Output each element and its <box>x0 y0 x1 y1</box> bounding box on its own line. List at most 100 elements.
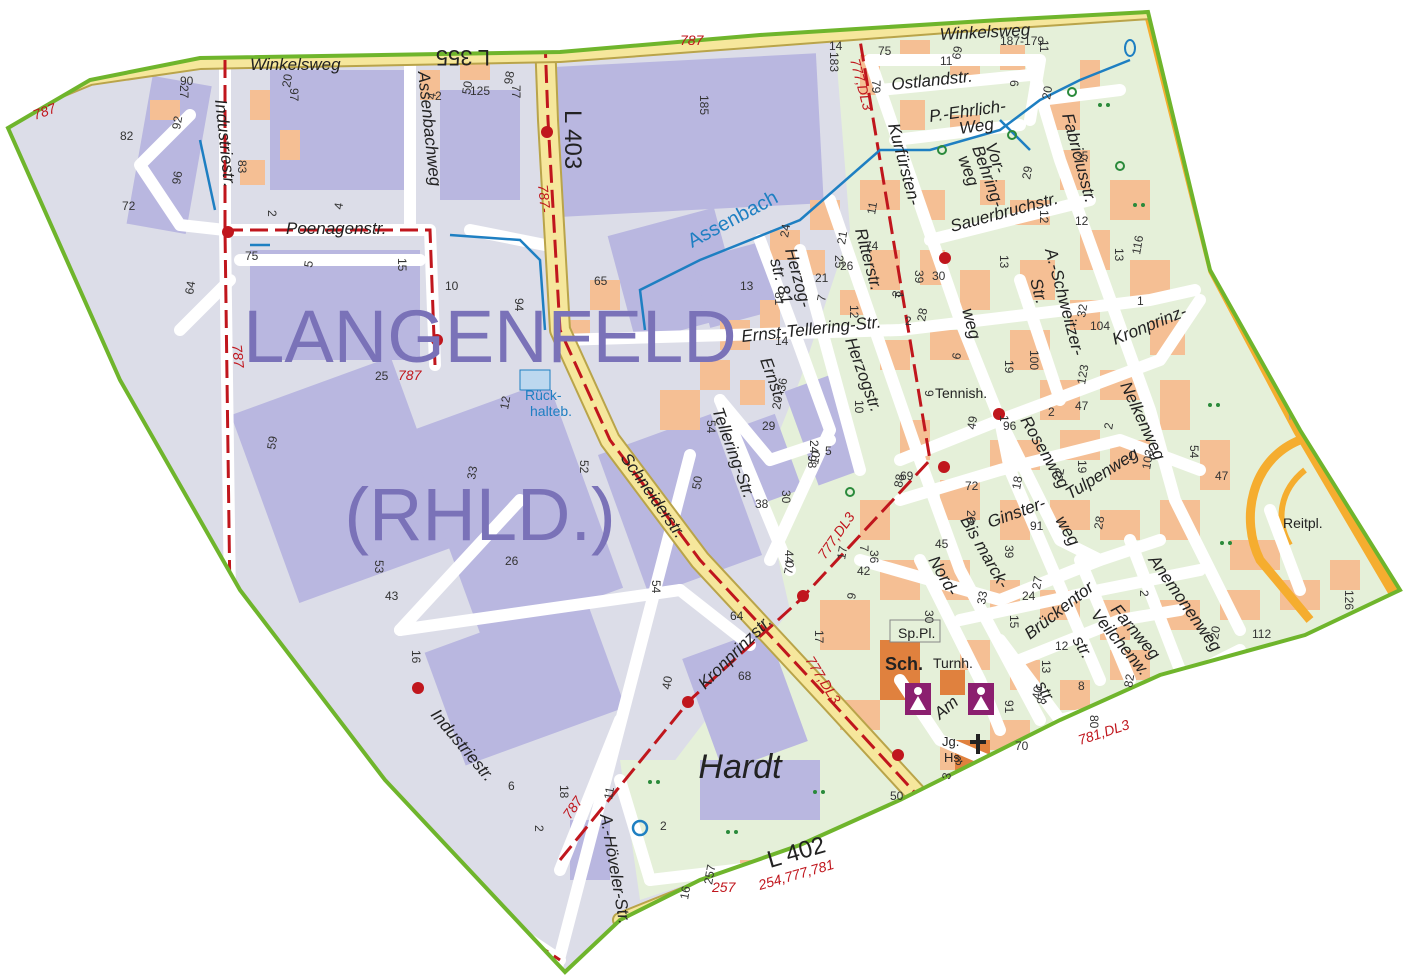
bus-route-label: 257 <box>711 879 737 895</box>
house-number: 12 <box>847 305 861 319</box>
house-number: 24 <box>807 440 821 454</box>
house-number: 18 <box>557 785 571 799</box>
house-number: 96 <box>169 170 185 186</box>
church-cross-icon <box>970 734 986 754</box>
house-number: 33 <box>464 465 480 481</box>
house-number: 1 <box>892 292 906 299</box>
house-number: 12 <box>1075 214 1089 228</box>
basin-label-line2: halteb. <box>530 403 572 419</box>
house-number: 13 <box>1112 248 1126 262</box>
house-number: 10 <box>445 279 459 293</box>
house-number: 74 <box>865 239 879 253</box>
house-number: 82 <box>120 129 134 143</box>
house-number: 44 <box>782 550 796 564</box>
house-number: 47 <box>1075 399 1089 413</box>
house-number: 79 <box>869 80 883 94</box>
bus-route-label: 787- <box>535 184 554 214</box>
house-number: 69 <box>949 45 965 61</box>
water-symbol-icon <box>1124 39 1136 57</box>
house-number: 7 <box>857 545 871 552</box>
house-number: 2 <box>660 819 667 833</box>
house-number: 126 <box>1342 590 1356 610</box>
house-number: 28 <box>914 307 930 323</box>
house-number: 5 <box>825 444 832 458</box>
house-number: 123 <box>1074 363 1091 385</box>
house-number: 81 <box>772 292 786 306</box>
house-number: 12 <box>497 395 513 411</box>
house-number: 59 <box>264 435 280 451</box>
house-number: 14 <box>775 334 789 348</box>
house-number: 28 <box>1091 515 1107 531</box>
house-number: 47 <box>1215 469 1229 483</box>
house-number: 6 <box>508 779 515 793</box>
house-number: 2 <box>265 210 279 217</box>
house-number: 14 <box>829 39 843 53</box>
kindergarten-icon <box>905 683 931 715</box>
poi-youth-house-line1: Jg. <box>942 734 959 749</box>
house-number: 125 <box>470 84 490 98</box>
house-number: 20 <box>1039 85 1055 101</box>
house-number: 13 <box>997 255 1011 269</box>
house-number: 27 <box>1029 575 1045 591</box>
minor-roads <box>134 54 1306 972</box>
house-number: 11 <box>601 786 617 801</box>
house-number: 98 <box>805 455 819 469</box>
house-number: 25 <box>832 255 846 269</box>
house-number: 92 <box>169 115 185 131</box>
house-number: 64 <box>182 280 198 296</box>
house-number: 116 <box>1129 234 1146 256</box>
house-number: 91 <box>1002 700 1016 714</box>
house-number: 36 <box>774 377 790 393</box>
road-label-l355: L 355 <box>436 45 490 70</box>
house-number: 82 <box>1121 673 1137 689</box>
house-number: 40 <box>1029 685 1045 701</box>
house-number: 30 <box>922 610 936 624</box>
house-number: 112 <box>1252 627 1271 641</box>
house-number: 1 <box>1137 294 1144 308</box>
house-number: 26 <box>840 259 854 273</box>
house-number: 30 <box>779 490 793 504</box>
poi-tennis-hall: Tennish. <box>935 385 987 401</box>
house-number: 19 <box>1002 360 1016 374</box>
bus-route-label: 787 <box>680 32 705 48</box>
house-number: 3 <box>939 771 954 780</box>
water-symbol-icon <box>631 819 649 837</box>
house-number: 96 <box>1003 419 1017 433</box>
tree-symbols <box>648 87 1232 834</box>
house-number: 12 <box>1037 210 1051 224</box>
house-number: 50 <box>459 80 475 96</box>
house-number: 2 <box>532 825 546 832</box>
road-label-winkelsweg-left: Winkelsweg <box>250 55 341 74</box>
kindergarten-icon <box>968 683 994 715</box>
house-number: 11 <box>940 54 953 68</box>
house-number: 10 <box>807 450 823 466</box>
road-label-winkelsweg-top: Winkelsweg <box>939 20 1031 44</box>
bus-route-label: 787 <box>229 344 247 370</box>
house-number: 83 <box>235 160 249 174</box>
house-number: 39 <box>912 270 926 284</box>
house-number: 52 <box>577 460 591 474</box>
house-number: 53 <box>372 560 386 574</box>
house-number: 54 <box>1187 445 1201 459</box>
house-number: 69 <box>900 469 914 483</box>
house-number: 15 <box>395 258 409 272</box>
house-number: 64 <box>730 609 744 623</box>
house-number: 1 <box>997 415 1011 422</box>
house-number: 6 <box>949 351 964 360</box>
poi-riding-area: Reitpl. <box>1283 515 1323 531</box>
house-number: 72 <box>122 199 136 213</box>
house-number: 21 <box>815 271 829 285</box>
house-number: 22 <box>1051 467 1067 483</box>
house-number: 4 <box>424 91 439 100</box>
house-number: 15 <box>1007 615 1021 629</box>
house-number: 2 <box>1101 421 1116 430</box>
house-number: 11 <box>864 201 880 216</box>
house-number: 26 <box>505 554 519 568</box>
house-number: 29 <box>762 419 776 433</box>
house-number: 68 <box>738 669 752 683</box>
house-number: 24 <box>1022 589 1036 603</box>
house-number: 2 <box>1048 405 1055 419</box>
